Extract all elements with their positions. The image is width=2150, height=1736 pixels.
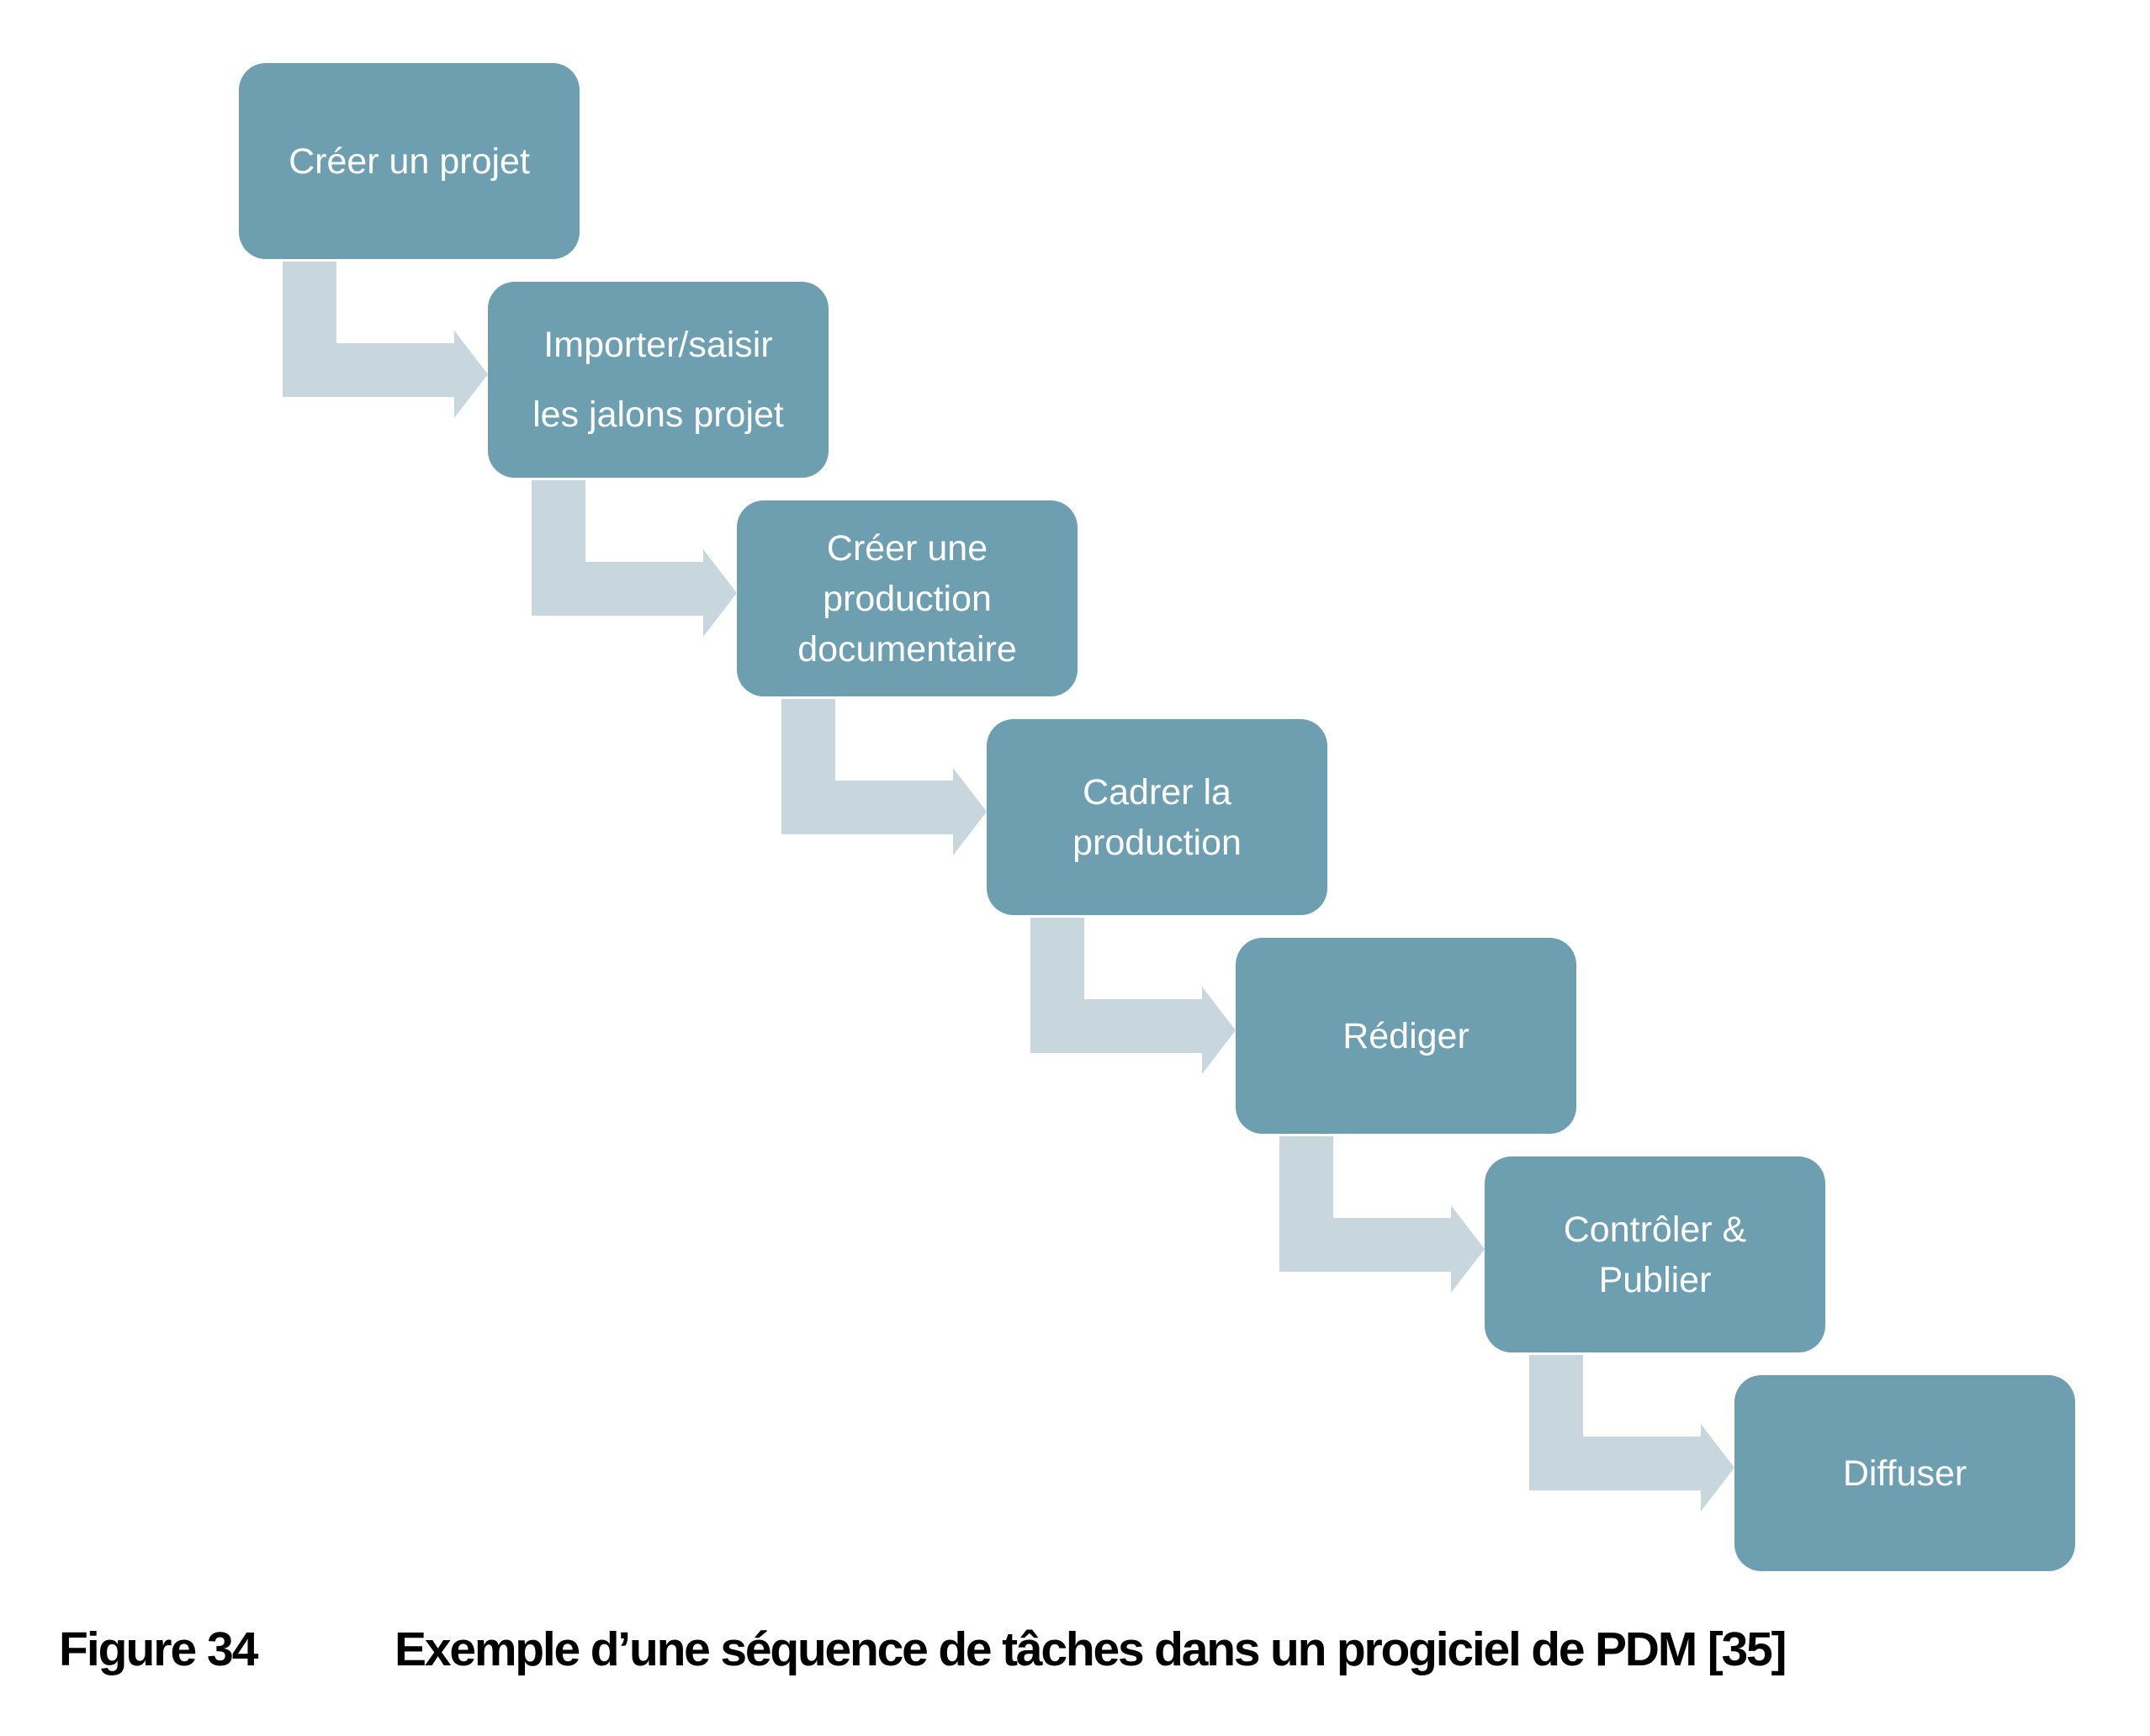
figure-number: Figure 34 [59, 1622, 258, 1676]
step-import-milestones: Importer/saisir les jalons projet [488, 282, 829, 478]
step-label: Rédiger [1342, 1015, 1470, 1056]
step-label: Créer une [826, 527, 988, 569]
step-distribute: Diffuser [1734, 1375, 2075, 1571]
bent-arrow-icon [1030, 918, 1236, 1074]
figure-caption-text: Exemple d’une séquence de tâches dans un… [395, 1622, 1787, 1676]
bent-arrow-icon [1529, 1355, 1734, 1511]
step-create-project: Créer un projet [239, 63, 580, 259]
step-check-publish: Contrôler & Publier [1485, 1156, 1825, 1352]
step-label: production [823, 578, 992, 619]
step-write: Rédiger [1236, 938, 1576, 1134]
step-label: documentaire [797, 628, 1017, 670]
bent-arrow-icon [283, 262, 488, 418]
bent-arrow-icon [1279, 1136, 1485, 1293]
bent-arrow-icon [532, 480, 737, 637]
step-label: Créer un projet [289, 140, 530, 182]
step-create-doc-production: Créer une production documentaire [737, 500, 1078, 696]
step-frame-production: Cadrer la production [987, 719, 1327, 915]
step-label: Importer/saisir [543, 324, 773, 365]
step-label: Diffuser [1842, 1453, 1967, 1494]
step-label: production [1072, 822, 1242, 863]
step-label: les jalons projet [532, 394, 784, 435]
step-label: Cadrer la [1083, 771, 1231, 812]
step-label: Contrôler & [1563, 1209, 1747, 1250]
step-label: Publier [1598, 1259, 1712, 1300]
bent-arrow-icon [781, 699, 987, 855]
